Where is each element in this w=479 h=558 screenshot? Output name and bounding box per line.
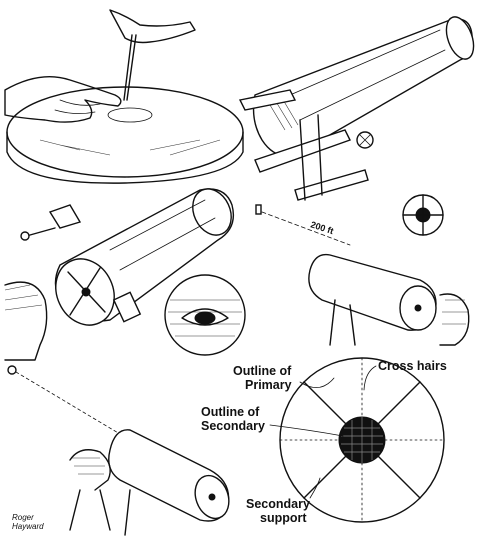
label-secondary-support-1: Secondary: [246, 497, 310, 511]
label-secondary-support-2: support: [260, 511, 307, 525]
signature-last: Hayward: [12, 522, 44, 531]
distance-label: 200 ft: [309, 219, 334, 236]
telescope-with-observer-right: [308, 253, 470, 346]
leader-secondary: [269, 424, 344, 437]
leader-cross-hairs: [363, 365, 377, 391]
label-outline-primary-1: Outline of: [233, 364, 292, 378]
distance-measure: 200 ft: [255, 204, 351, 246]
eye-magnifier: [164, 274, 246, 356]
observer-head-left: [4, 281, 48, 361]
label-outline-primary-2: Primary: [245, 378, 292, 392]
open-tube-spider: [20, 188, 235, 326]
telescope-on-mount: [238, 16, 475, 201]
target-view-small: [402, 194, 444, 236]
label-cross-hairs: Cross hairs: [378, 359, 447, 373]
leader-secondary-support: [309, 477, 321, 499]
signature-first: Roger: [12, 513, 34, 522]
mirror-marking-scene: [4, 9, 244, 184]
primary-view-diagram: Outline of Primary Cross hairs Outline o…: [201, 357, 447, 525]
label-outline-secondary-2: Secondary: [201, 419, 265, 433]
observer-sighting-bottom: Roger Hayward: [7, 365, 230, 536]
label-outline-secondary-1: Outline of: [201, 405, 260, 419]
leader-primary: [299, 377, 335, 388]
